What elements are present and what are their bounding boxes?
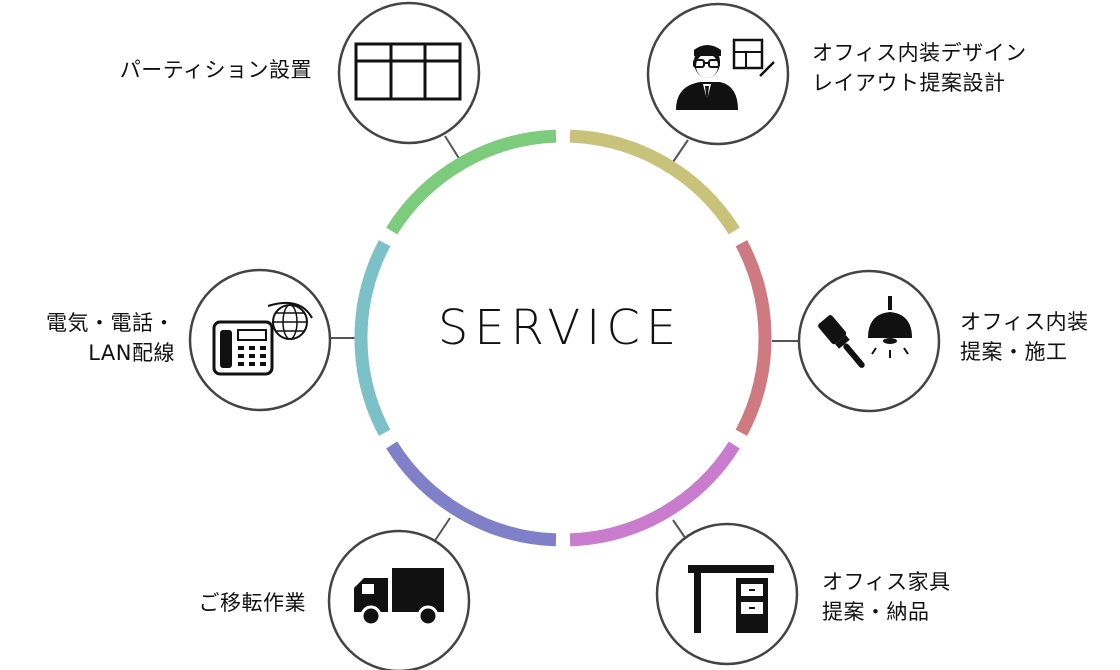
- ring-arc-partition: [386, 129, 557, 235]
- label-design: オフィス内装デザイン レイアウト提案設計: [812, 38, 1027, 98]
- node-interior: [797, 269, 941, 413]
- label-telecom-line-1: 電気・電話・: [46, 311, 175, 335]
- label-furniture-line-1: オフィス家具: [822, 570, 951, 594]
- label-partition-line-1: パーティション設置: [119, 58, 312, 82]
- node-furniture: [655, 522, 799, 666]
- partition-panel-icon: [354, 42, 462, 101]
- label-moving-line-1: ご移転作業: [198, 591, 306, 615]
- label-furniture-line-2: 提案・納品: [822, 600, 930, 624]
- center-title: SERVICE: [437, 300, 683, 356]
- label-interior-line-2: 提案・施工: [960, 340, 1068, 364]
- label-moving: ご移転作業: [120, 588, 306, 618]
- ring-arc-telecom: [354, 240, 391, 436]
- label-furniture: オフィス家具 提案・納品: [822, 567, 951, 627]
- label-interior: オフィス内装 提案・施工: [960, 307, 1089, 367]
- node-design: [646, 2, 790, 146]
- node-partition: [337, 1, 481, 145]
- phone-globe-icon: [212, 302, 313, 376]
- ring-arc-furniture: [569, 441, 740, 547]
- desk-icon: [688, 565, 774, 633]
- label-interior-line-1: オフィス内装: [960, 310, 1089, 334]
- ring-arc-interior: [735, 240, 772, 436]
- designer-icon: [676, 38, 775, 110]
- connector-partition: [444, 135, 461, 161]
- label-partition: パーティション設置: [60, 55, 312, 85]
- label-telecom: 電気・電話・ LAN配線: [10, 308, 175, 368]
- label-design-line-1: オフィス内装デザイン: [812, 41, 1027, 65]
- truck-icon: [354, 568, 444, 627]
- ring-arc-design: [569, 129, 740, 235]
- paint-brush-lamp-icon: [818, 296, 912, 368]
- label-telecom-line-2: LAN配線: [88, 341, 175, 365]
- connector-design: [672, 139, 689, 163]
- service-ring: [354, 129, 772, 547]
- ring-arc-moving: [386, 441, 557, 547]
- connector-moving: [433, 517, 451, 543]
- label-design-line-2: レイアウト提案設計: [812, 71, 1006, 95]
- connector-lines: [330, 135, 800, 543]
- service-nodes: [188, 1, 941, 670]
